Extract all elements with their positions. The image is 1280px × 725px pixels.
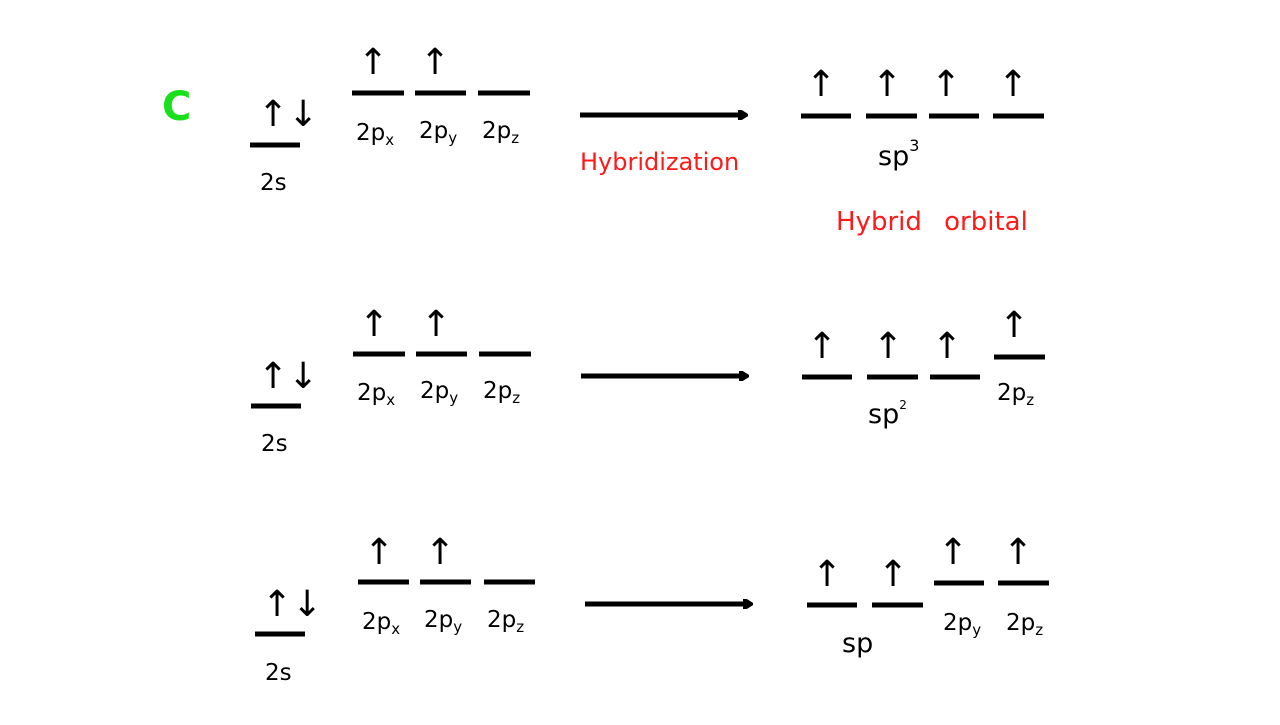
- orbital-label-sp2: sp2: [868, 398, 907, 430]
- hybridization-label: Hybridization: [580, 148, 739, 176]
- orbital-label-2pz: 2pz: [483, 378, 520, 407]
- row-2: ↑↓ 2s ↑ ↑ 2px 2py 2pz ↑ ↑ ↑ ↑ sp2 2pz: [251, 304, 1045, 457]
- orbital-label-2s: 2s: [261, 431, 288, 457]
- spin-2pz-unhybrid: ↑: [1003, 532, 1033, 573]
- spin-sp2-1: ↑: [807, 326, 837, 367]
- orbital-label-2px: 2px: [356, 120, 394, 149]
- row-1: ↑↓ 2s ↑ ↑ 2px 2py 2pz Hybridization ↑ ↑ …: [250, 42, 1044, 237]
- orbital-label-sp: sp: [842, 628, 873, 659]
- spin-sp3-4: ↑: [998, 64, 1028, 105]
- orbital-label-2px: 2px: [357, 380, 395, 409]
- orbital-label-2px: 2px: [362, 609, 400, 638]
- spin-pair-2s: ↑↓: [258, 356, 318, 397]
- orbital-label-2pz-unhybrid: 2pz: [1006, 610, 1043, 639]
- spin-2pz-unhybrid: ↑: [999, 305, 1029, 346]
- spin-2py-unhybrid: ↑: [938, 532, 968, 573]
- row-3: ↑↓ 2s ↑ ↑ 2px 2py 2pz ↑ ↑ ↑ ↑ sp 2py 2pz: [255, 532, 1049, 686]
- spin-pair-2s: ↑↓: [262, 584, 322, 625]
- orbital-label-2py: 2py: [419, 118, 457, 147]
- orbital-label-2py-unhybrid: 2py: [943, 610, 981, 639]
- spin-2py: ↑: [425, 532, 455, 573]
- orbital-label-2pz-unhybrid: 2pz: [997, 380, 1034, 409]
- orbital-label-2s: 2s: [260, 170, 287, 196]
- spin-sp2-2: ↑: [873, 326, 903, 367]
- element-symbol: C: [162, 84, 191, 130]
- spin-sp-2: ↑: [878, 554, 908, 595]
- spin-sp3-2: ↑: [872, 64, 902, 105]
- orbital-label-2py: 2py: [420, 378, 458, 407]
- orbital-label-2pz: 2pz: [487, 607, 524, 636]
- orbital-label-sp3: sp3: [878, 136, 919, 172]
- spin-2px: ↑: [358, 42, 388, 83]
- orbital-label-2py: 2py: [424, 607, 462, 636]
- spin-sp3-3: ↑: [931, 64, 961, 105]
- spin-2py: ↑: [421, 304, 451, 345]
- spin-2py: ↑: [420, 42, 450, 83]
- orbital-label-2pz: 2pz: [482, 118, 519, 147]
- spin-sp3-1: ↑: [806, 64, 836, 105]
- spin-sp2-3: ↑: [932, 326, 962, 367]
- orbital-label-2s: 2s: [265, 660, 292, 686]
- hybrid-orbital-caption: Hybrid orbital: [836, 207, 1028, 237]
- spin-2px: ↑: [364, 532, 394, 573]
- spin-sp-1: ↑: [812, 554, 842, 595]
- spin-pair-2s: ↑↓: [258, 94, 318, 135]
- spin-2px: ↑: [359, 304, 389, 345]
